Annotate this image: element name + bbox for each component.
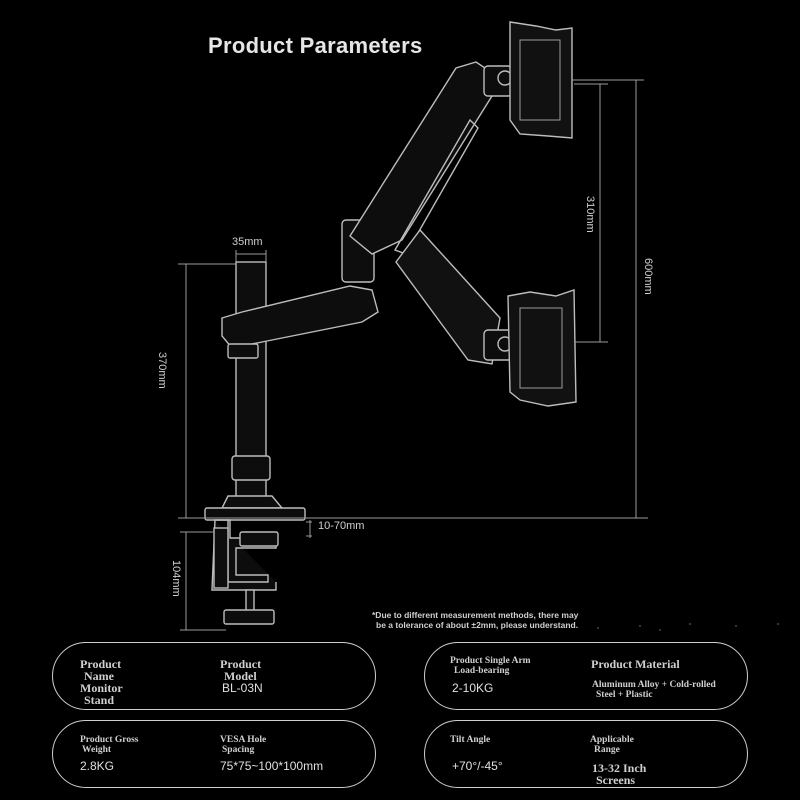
product-model-label-1: Product bbox=[220, 657, 262, 671]
spec-card-load-material bbox=[424, 642, 748, 710]
spec-card-name-model bbox=[52, 642, 376, 710]
clamp-height-label: 104mm bbox=[170, 560, 182, 597]
tolerance-note-line-1: *Due to different measurement methods, t… bbox=[372, 610, 579, 620]
tolerance-note-line-2: be a tolerance of about ±2mm, please und… bbox=[376, 620, 579, 630]
tilt-angle-value: +70°/-45° bbox=[452, 759, 503, 773]
vesa-value: 75*75~100*100mm bbox=[220, 759, 324, 773]
product-model-label-2: Model bbox=[224, 669, 257, 683]
applicable-range-value-1: 13-32 Inch bbox=[592, 761, 647, 775]
desk-plate bbox=[204, 507, 306, 521]
product-name-value-2: Stand bbox=[84, 693, 115, 707]
arm-height-label: 310mm bbox=[584, 196, 596, 233]
load-bearing-value: 2-10KG bbox=[452, 681, 494, 695]
lower-arm bbox=[221, 285, 379, 349]
tolerance-note: *Due to different measurement methods, t… bbox=[372, 610, 578, 630]
gross-weight-value: 2.8KG bbox=[80, 759, 115, 773]
gross-weight-label-1: Product Gross bbox=[80, 735, 139, 745]
applicable-range-label-1: Applicable bbox=[590, 735, 634, 745]
spec-card-weight-vesa bbox=[52, 720, 376, 788]
pole-height-label: 370mm bbox=[156, 352, 168, 389]
material-value-2: Steel + Plastic bbox=[596, 690, 653, 700]
tilt-angle-label: Tilt Angle bbox=[450, 735, 491, 745]
material-value-1: Aluminum Alloy + Cold-rolled bbox=[592, 680, 716, 690]
total-height-label: 600mm bbox=[642, 258, 654, 295]
vesa-plate-bottom bbox=[507, 289, 577, 407]
vesa-plate-top bbox=[509, 21, 573, 139]
material-label: Product Material bbox=[591, 657, 680, 671]
product-name-label-1: Product bbox=[80, 657, 122, 671]
applicable-range-value-2: Screens bbox=[596, 773, 636, 787]
base-block bbox=[220, 495, 284, 509]
clamp-range-label: 10-70mm bbox=[318, 520, 365, 532]
vesa-label-1: VESA Hole bbox=[220, 735, 267, 745]
product-name-label-2: Name bbox=[84, 669, 114, 683]
page-title: Product Parameters bbox=[208, 33, 423, 58]
gross-weight-label-2: Weight bbox=[82, 745, 112, 755]
pole-collar bbox=[231, 455, 271, 481]
product-name-value-1: Monitor bbox=[80, 681, 123, 695]
vesa-label-2: Spacing bbox=[222, 745, 255, 755]
clamp-screw bbox=[245, 589, 255, 613]
spec-card-tilt-range bbox=[424, 720, 748, 788]
pole-width-label: 35mm bbox=[232, 236, 263, 248]
load-bearing-label-1: Product Single Arm bbox=[450, 656, 531, 666]
load-bearing-label-2: Load-bearing bbox=[454, 666, 510, 676]
product-model-value: BL-03N bbox=[222, 681, 263, 695]
applicable-range-label-2: Range bbox=[594, 745, 620, 755]
